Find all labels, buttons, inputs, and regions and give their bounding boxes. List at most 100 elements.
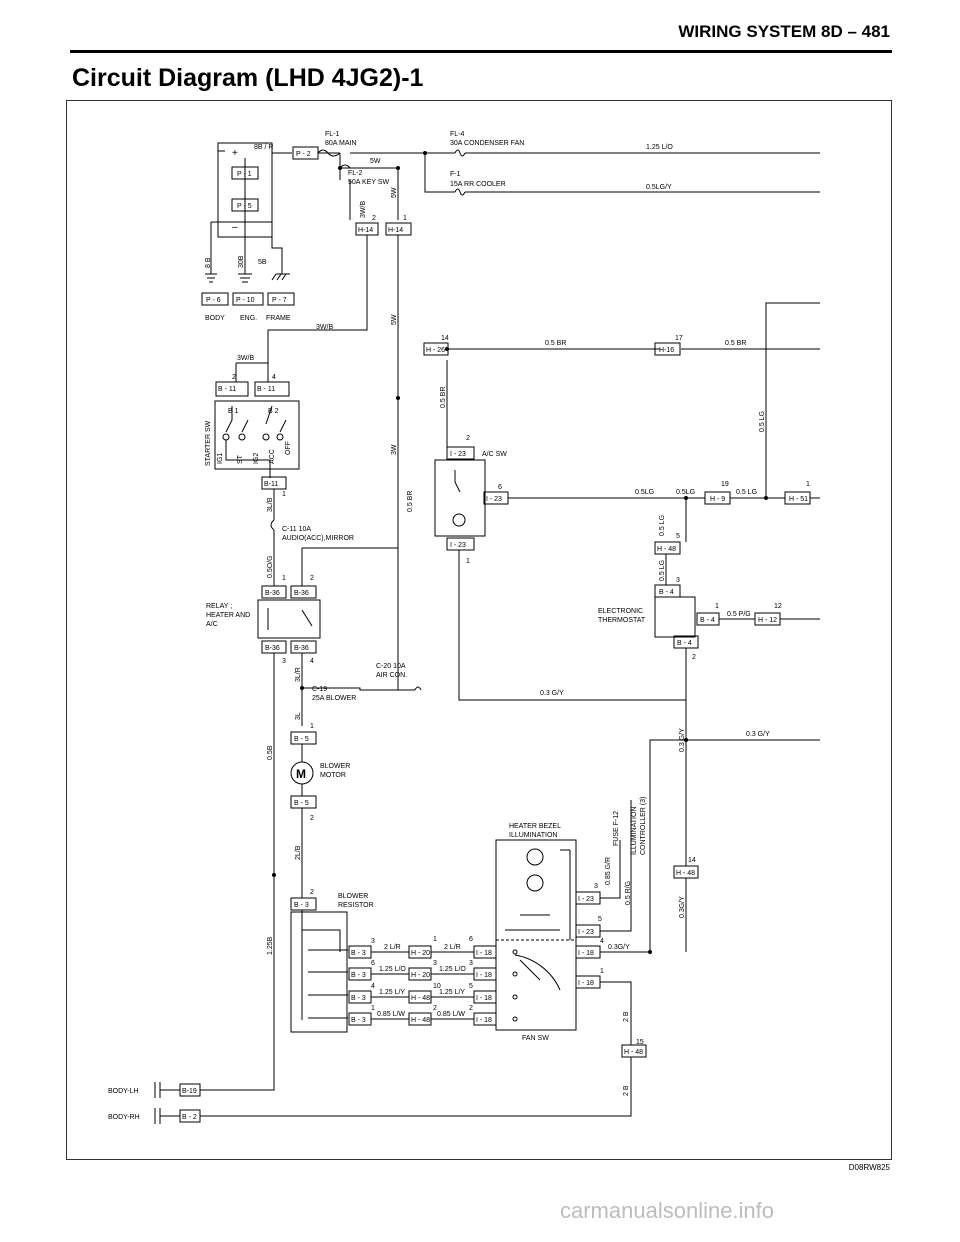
terminal-label: B 1: [228, 408, 239, 415]
wire-label: 5W: [391, 187, 398, 198]
pin-label: 1: [403, 215, 407, 222]
connector-label: H - 20: [411, 950, 430, 957]
fuse-label: C-19: [312, 686, 327, 693]
pin-label: 2: [232, 374, 236, 381]
connector-label: B - 4: [700, 617, 715, 624]
connector-label: B - 5: [294, 736, 309, 743]
wire-label: 3L/B: [267, 497, 274, 512]
component-label: BLOWER: [320, 763, 350, 770]
wire-label: 0.5 LG: [736, 489, 757, 496]
component-label: ELECTRONIC: [598, 608, 643, 615]
pin-label: 1: [600, 968, 604, 975]
wire-label: 0.5 R/G: [625, 881, 632, 905]
connector-label: H - 48: [624, 1049, 643, 1056]
connector-label: B-36: [265, 645, 280, 652]
diagram-labels: 8B / R P - 2 FL-1 80A MAIN FL-4 30A COND…: [108, 131, 810, 1121]
component-label: HEATER BEZEL: [509, 823, 561, 830]
component-label: THERMOSTAT: [598, 617, 646, 624]
wire-label: 5W: [391, 314, 398, 325]
page-title: Circuit Diagram (LHD 4JG2)-1: [72, 64, 424, 92]
pin-label: 6: [498, 484, 502, 491]
pin-label: 1: [282, 575, 286, 582]
pin-label: 3: [676, 577, 680, 584]
component-label: HEATER AND: [206, 612, 250, 619]
ground-label: ENG.: [240, 315, 257, 322]
component-label: ILLUMINATION: [509, 832, 558, 839]
wire-label: 0.5 BR: [725, 340, 746, 347]
pin-label: 6: [371, 960, 375, 967]
connector-label: B - 5: [294, 800, 309, 807]
pin-label: 4: [371, 983, 375, 990]
connector-label: B-19: [182, 1088, 197, 1095]
motor-symbol: M: [296, 767, 306, 781]
component-label: BLOWER: [338, 893, 368, 900]
connector-label: I - 18: [476, 995, 492, 1002]
pin-label: 2: [310, 889, 314, 896]
connector-label: B - 2: [182, 1114, 197, 1121]
pin-label: 4: [310, 658, 314, 665]
component-label: A/C SW: [482, 451, 507, 458]
connector-label: B - 3: [351, 1017, 366, 1024]
wire-label: 0.5 LG: [659, 560, 666, 581]
wire-label: 1.25 L/O: [379, 966, 406, 973]
wire-label: 5B: [258, 259, 267, 266]
pin-label: 5: [676, 533, 680, 540]
component-label: STARTER SW: [205, 420, 212, 466]
wire-label: 3W/B: [360, 201, 367, 218]
pin-label: 5: [598, 916, 602, 923]
connector-label: H-16: [659, 347, 674, 354]
wire-label: 0.5 BR: [545, 340, 566, 347]
wire-label: 1.25 L/O: [646, 144, 673, 151]
pin-label: 14: [688, 857, 696, 864]
wire-label: 2 B: [623, 1085, 630, 1096]
wire-label: 0.5B: [267, 745, 274, 760]
battery-minus: –: [232, 222, 238, 233]
wire-label: 0.5LG: [676, 489, 695, 496]
wire-label: 0.3G/Y: [679, 896, 686, 918]
pin-label: 1: [371, 1005, 375, 1012]
wire-label: 3L: [295, 712, 302, 720]
pin-label: 3: [371, 938, 375, 945]
wire-label: 0.3 G/Y: [679, 728, 686, 752]
wire-label: 0.85 G/R: [605, 857, 612, 885]
page-header: WIRING SYSTEM 8D – 481: [678, 22, 890, 41]
connector-label: H-14: [358, 227, 373, 234]
connector-label: B-11: [264, 481, 278, 488]
wire-label: 0.3 G/Y: [540, 690, 564, 697]
connector-label: I - 18: [476, 972, 492, 979]
fuse-label: AIR CON.: [376, 672, 407, 679]
pin-label: 12: [774, 603, 782, 610]
wire-label: 3L/R: [295, 667, 302, 682]
terminal-label: ST: [237, 454, 244, 464]
connector-label: P - 1: [237, 171, 252, 178]
connector-label: I - 23: [450, 451, 466, 458]
connector-label: B-36: [294, 645, 309, 652]
pin-label: 3: [282, 658, 286, 665]
wire-label: 0.5O/G: [267, 555, 274, 578]
component-label: MOTOR: [320, 772, 346, 779]
pin-label: 2: [372, 215, 376, 222]
connector-label: P - 2: [296, 151, 311, 158]
wire-label: 5W: [370, 158, 381, 165]
component-label: FAN SW: [522, 1035, 549, 1042]
wire-label: 1.25 L/Y: [439, 989, 465, 996]
connector-label: I - 18: [476, 950, 492, 957]
wire-label: 30B: [238, 255, 245, 268]
pin-label: 6: [469, 936, 473, 943]
pin-label: 1: [310, 723, 314, 730]
pin-label: 1: [806, 481, 810, 488]
wire-label: 0.85 L/W: [377, 1011, 405, 1018]
fuse-label: C-11 10A: [282, 526, 311, 533]
pin-label: 5: [469, 983, 473, 990]
fuse-label: 80A MAIN: [325, 140, 357, 147]
wire-label: 2 B: [623, 1011, 630, 1022]
wire-label: 0.5LG: [635, 489, 654, 496]
connector-label: H - 20: [411, 972, 430, 979]
connector-label: B - 3: [294, 902, 309, 909]
connector-label: B - 3: [351, 995, 366, 1002]
wire-label: 1.25 L/O: [439, 966, 466, 973]
pin-label: 4: [600, 938, 604, 945]
connector-label: H - 48: [657, 546, 676, 553]
terminal-label: OFF: [285, 441, 292, 455]
